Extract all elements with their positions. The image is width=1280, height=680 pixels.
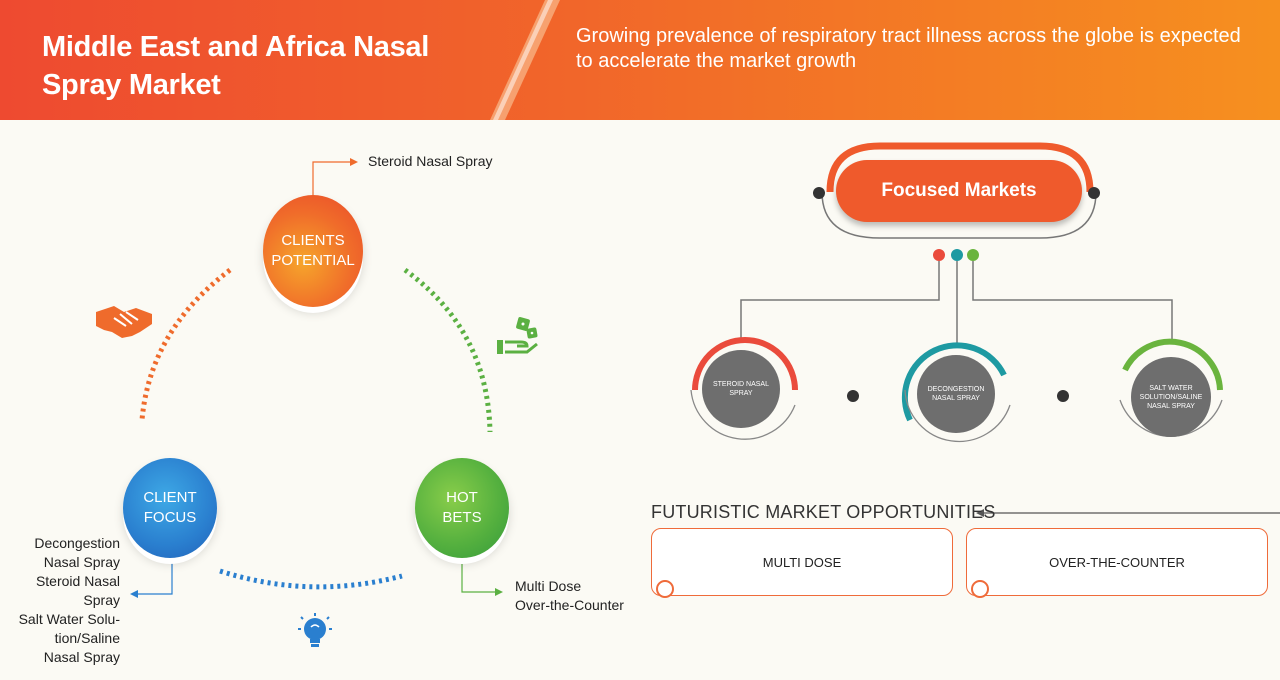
hot-bets-label: HOT BETS [442,489,482,526]
futuristic-title: FUTURISTIC MARKET OPPORTUNITIES [651,502,996,522]
opportunity-dot [656,580,674,598]
separator-dot-2 [1057,390,1069,402]
clients-potential-label: CLIENTS POTENTIAL [271,232,355,269]
header-divider [490,0,560,120]
hot-bets-item: Multi Dose [515,578,582,594]
focused-market-decongestion: DECONGESTION NASAL SPRAY [917,355,995,433]
client-focus-item: Steroid Nasal [35,573,120,589]
tree-line-left [740,261,940,342]
client-focus-items: Decongestion Nasal Spray Steroid Nasal S… [0,534,120,667]
tree-line-right [972,261,1173,342]
client-focus-item: Nasal Spray [43,554,120,570]
page-title: Middle East and Africa Nasal Spray Marke… [42,31,429,101]
sub-arc-1-red [692,337,798,391]
focused-market-label: SALT WATER SOLUTION/SALINE NASAL SPRAY [1139,384,1203,410]
hot-bets-items: Multi Dose Over-the-Counter [515,577,624,615]
dot-green [967,249,979,261]
sub-arc-2-teal [901,342,1007,422]
arc-orange [139,268,232,421]
clients-potential-item: Steroid Nasal Spray [368,153,493,169]
header-banner: Middle East and Africa Nasal Spray Marke… [0,0,1280,120]
separator-dot-1 [847,390,859,402]
opportunity-label: MULTI DOSE [762,554,842,570]
handshake-icon [96,306,152,338]
connector-client-focus [138,560,173,595]
focused-markets-pill: Focused Markets [836,160,1082,222]
clients-potential-circle: CLIENTS POTENTIAL [263,195,363,307]
connector-clients-potential [312,161,350,195]
client-focus-item: Nasal Spray [43,649,120,665]
client-focus-item: Salt Water Solu- [18,611,120,627]
sub-arc-3-green [1122,338,1223,391]
sub-arc-1-gray [690,389,796,440]
opportunity-label: OVER-THE-COUNTER [1049,554,1185,570]
opportunity-multi-dose: MULTI DOSE [651,528,953,598]
client-focus-item: tion/Saline [54,630,120,646]
focused-ring-outline [821,191,1097,239]
focused-market-steroid: STEROID NASAL SPRAY [702,350,780,428]
focused-market-label: STEROID NASAL SPRAY [712,381,769,397]
arc-blue [219,568,403,590]
sub-arc-2-gray [904,389,1011,443]
client-focus-item: Spray [83,592,120,608]
client-focus-item: Decongestion [34,535,120,551]
dice-hand-icon [497,317,538,354]
hot-bets-circle: HOT BETS [415,458,509,558]
focused-market-salt-water: SALT WATER SOLUTION/SALINE NASAL SPRAY [1131,357,1211,437]
header-tagline: Growing prevalence of respiratory tract … [576,25,1241,72]
lightbulb-icon [298,613,332,647]
client-focus-circle: CLIENT FOCUS [123,458,217,558]
dot-teal [951,249,963,261]
opportunity-dot [971,580,989,598]
diagram-canvas [96,142,1280,647]
client-focus-label: CLIENT FOCUS [143,489,197,526]
connector-hot-bets [461,560,495,593]
focused-market-label: DECONGESTION NASAL SPRAY [927,386,985,402]
opportunity-otc: OVER-THE-COUNTER [966,528,1268,598]
dot-red [933,249,945,261]
arc-green [403,267,493,433]
hot-bets-item: Over-the-Counter [515,597,624,613]
focused-ring-top [826,142,1094,193]
